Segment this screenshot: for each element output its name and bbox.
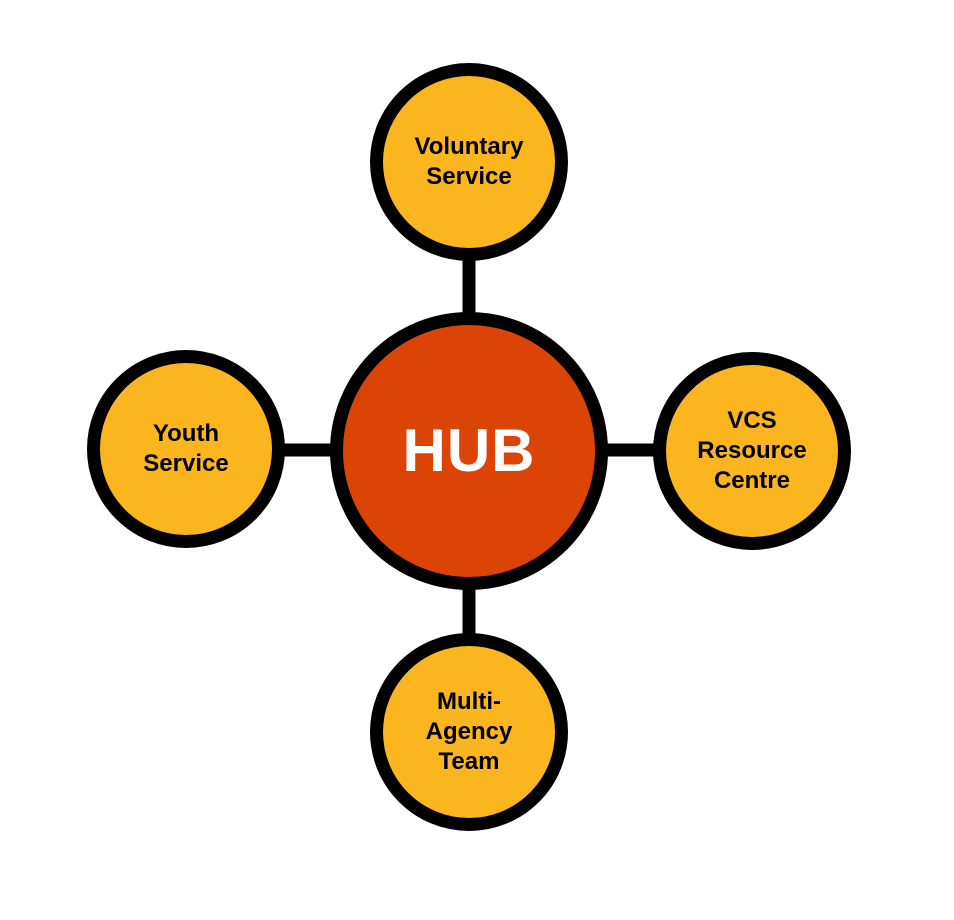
node-multi-agency-team-label: Multi- Agency Team [425,688,513,775]
node-vcs-resource-centre-label: VCS Resource Centre [697,407,807,494]
node-vcs-resource-centre: VCS Resource Centre [653,352,851,550]
node-hub: HUB [330,312,608,590]
node-youth-service: Youth Service [87,350,285,548]
node-hub-label: HUB [402,417,536,484]
node-youth-service-label: Youth Service [143,420,229,477]
node-multi-agency-team: Multi- Agency Team [370,633,568,831]
node-voluntary-service-label: Voluntary Service [414,133,524,190]
node-voluntary-service: Voluntary Service [370,63,568,261]
